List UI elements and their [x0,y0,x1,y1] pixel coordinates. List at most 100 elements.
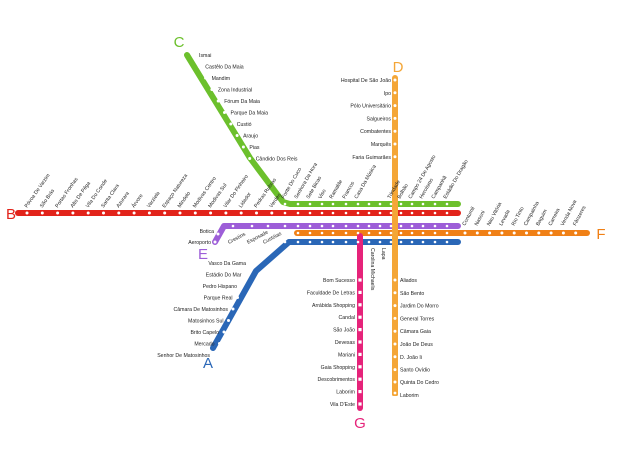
line-a-station [231,307,235,311]
line-a-station [222,330,226,334]
trunk-station [356,202,360,206]
trunk-station [399,211,403,215]
line-b-letter: B [6,206,16,223]
trunk-station [378,231,382,235]
station-markers [25,53,578,406]
line-b-station [86,211,90,215]
line-d-station [393,380,397,384]
line-a-station [213,353,217,357]
trunk-station [445,231,449,235]
station-label-brito-capelo: Brito Capelo [190,330,219,336]
trunk-station [283,231,287,235]
line-d-letter: D [393,59,404,76]
line-f-station [463,231,467,235]
trunk-station [389,240,393,244]
line-g-station [358,278,362,282]
trunk-station [389,211,393,215]
station-label-matosinhos-sul: Matosinhos Sul [188,319,223,325]
line-g-station [358,340,362,344]
station-label-candal: Candal [339,315,355,321]
line-d-station [393,368,397,372]
line-a-letter: A [203,355,213,372]
station-label-ismai: Ismai [199,53,211,59]
trunk-station [367,231,371,235]
trunk-station [378,202,382,206]
trunk-station [367,224,371,228]
trunk-station [367,202,371,206]
line-b-station [209,211,213,215]
trunk-station [344,240,348,244]
station-label-laborim: Laborim [400,393,419,399]
station-label-jardim-do-morro: Jardim Do Morro [400,304,439,310]
trunk-station [378,224,382,228]
trunk-station [283,202,287,206]
line-c-letter: C [174,34,185,51]
line-c-station [235,134,239,137]
station-label-mandim: Mandim [212,76,230,82]
line-g-station [358,377,362,381]
line-g-station [358,352,362,356]
station-label-azurara: Azurara [116,191,131,209]
trunk-station [421,224,425,228]
station-label-viso: Viso [318,188,328,200]
trunk-station [367,240,371,244]
trunk-station [320,240,324,244]
trunk-station [320,231,324,235]
line-f-station [488,231,492,235]
trunk-station [296,202,300,206]
line-d-station [393,155,397,159]
station-label-laborim: Laborim [336,390,355,396]
line-b-station [40,211,44,215]
trunk-station [356,224,360,228]
station-label-camara-gaia: Câmara Gaia [400,329,431,335]
trunk-station [331,202,335,206]
trunk-station [399,231,403,235]
shared-station [266,224,270,228]
station-label-vasco-da-gama: Vasco Da Gama [208,261,246,267]
line-e-letter: E [198,246,208,263]
trunk-station [389,202,393,206]
trunk-station [320,224,324,228]
trunk-station [283,224,287,228]
line-a-route [210,239,461,351]
trunk-station [308,231,312,235]
trunk-station [389,231,393,235]
line-d-station [393,355,397,359]
station-label-marques: Marquês [371,142,392,148]
line-f-station [561,231,565,235]
line-g-station [358,290,362,294]
trunk-station [445,211,449,215]
trunk-station [283,240,287,244]
line-c-station [210,88,214,91]
line-g-station [358,328,362,332]
line-g-station [358,303,362,307]
trunk-station [421,231,425,235]
station-label-castelo-da-maia: Castêlo Da Maia [205,65,243,71]
trunk-station [296,211,300,215]
trunk-station [433,211,437,215]
line-d-station [393,304,397,308]
trunk-station [308,211,312,215]
station-label-parque-real: Parque Real [204,296,233,302]
trunk-station [356,211,360,215]
line-c-station [197,65,201,68]
trunk-station [421,202,425,206]
station-label-camara-de-matosinhos: Câmara De Matosinhos [174,307,229,313]
trunk-station [308,240,312,244]
line-b-station [239,211,243,215]
station-label-arrabida-shopping: Arrábida Shopping [312,303,355,309]
line-g-station [358,365,362,369]
line-g-station [358,315,362,319]
trunk-station [421,211,425,215]
station-label-sao-bento: São Bento [400,291,424,297]
trunk-station [433,231,437,235]
line-c-station [191,53,195,57]
station-label-araujo: Araujo [243,134,258,140]
trunk-station [389,224,393,228]
station-label-faculdade-de-letras: Faculdade De Letras [307,290,356,296]
line-c-station [241,145,245,149]
station-label-lapa: Lapa [380,248,386,260]
line-b-station [224,211,228,215]
line-f-station [574,231,578,235]
